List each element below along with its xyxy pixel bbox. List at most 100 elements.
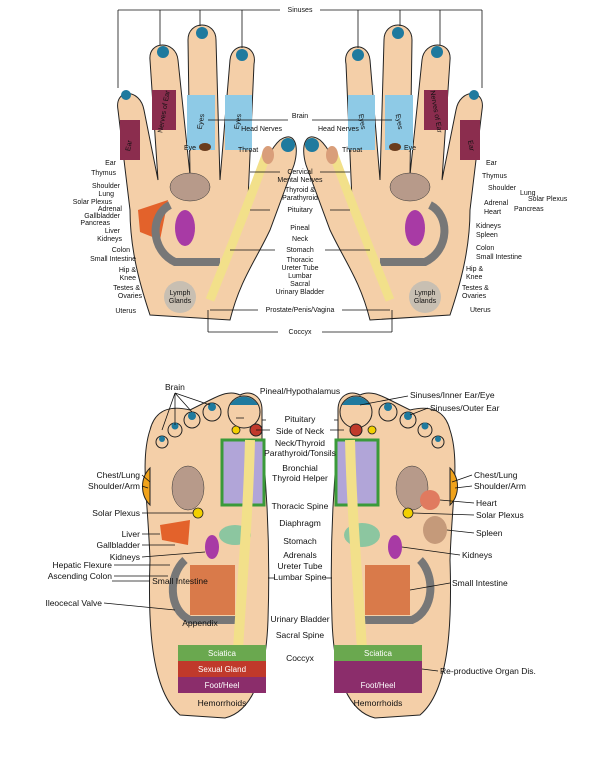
right-finger-eyes-1: Eyes	[394, 113, 404, 130]
foot-left-labels: Brain Chest/Lung Shoulder/Arm Solar Plex…	[45, 382, 218, 628]
sinus-bracket	[117, 9, 483, 88]
left-band-label: Sexual Gland	[198, 665, 246, 674]
right-fingertip-1	[469, 90, 479, 100]
foot-center-label: Pituitary	[285, 414, 316, 424]
foot-right-label: Chest/Lung	[474, 470, 518, 480]
right-throat	[326, 146, 338, 164]
hand-right-label: Uterus	[470, 307, 491, 314]
hand-center-label: Brain	[292, 113, 308, 120]
foot-left-label: Kidneys	[110, 552, 140, 562]
right-colon	[380, 201, 449, 266]
foot-center-label: Thyroid Helper	[272, 473, 328, 483]
foot-center-label: Urinary Bladder	[270, 614, 329, 624]
foot-center-label: Ureter Tube	[278, 561, 323, 571]
hand-right-label: Solar Plexus	[528, 196, 568, 203]
hand-right-label: Ovaries	[462, 293, 487, 300]
right-pituitary	[349, 423, 363, 437]
foot-center-label: Lumbar Spine	[274, 572, 327, 582]
left-band-label: Sciatica	[208, 649, 237, 658]
hand-center-label: Head Nerves	[241, 126, 282, 133]
foot-center-label: Coccyx	[286, 653, 315, 663]
hand-right-label: Pancreas	[514, 206, 544, 213]
foot-left-leaders	[103, 474, 206, 611]
foot-right-label: Sinuses/Outer Ear	[430, 403, 500, 413]
left-thumb-tip	[281, 138, 295, 152]
left-band-sexual	[178, 661, 266, 677]
left-toetip-2	[208, 403, 216, 411]
foot-right-label: Kidneys	[462, 550, 492, 560]
foot-center-leaders	[112, 417, 344, 582]
hand-left-label: Knee	[120, 275, 136, 282]
hand-left-label: Thymus	[91, 170, 116, 177]
hand-left-label: Uterus	[115, 308, 136, 315]
foot-center-label: Sacral Spine	[276, 630, 324, 640]
right-eye-zone-1	[385, 95, 413, 150]
hand-left-label: Lung	[98, 191, 114, 198]
left-fingertip-1	[121, 90, 131, 100]
foot-center-label: Thoracic Spine	[272, 501, 329, 511]
hands-top-label: Sinuses	[288, 7, 313, 14]
foot-center-label: Diaphragm	[279, 518, 321, 528]
right-hand-outline	[303, 24, 483, 321]
right-lymph-label-1: Lymph	[415, 290, 436, 297]
foot-right-leaders	[359, 395, 475, 672]
right-eye-zone-2	[348, 95, 375, 150]
hand-left-label: Testes &	[113, 285, 140, 292]
hand-right-label: Knee	[466, 274, 482, 281]
hand-left-label: Shoulder	[92, 183, 121, 190]
hand-right-label: Colon	[476, 245, 494, 252]
hand-center-labels: Brain Head Nerves Head Nerves Cervical M…	[207, 113, 393, 336]
hand-left-label: Small Intestine	[90, 256, 136, 263]
right-shoulder	[449, 466, 458, 507]
right-fingertip-3	[392, 27, 404, 39]
hand-center-label: Stomach	[286, 247, 314, 254]
left-eye-zone-2	[225, 95, 252, 150]
foot-right-label: Shoulder/Arm	[474, 481, 526, 491]
left-colon	[151, 201, 220, 266]
foot-center-label: Stomach	[283, 536, 317, 546]
hand-center-label: Sacral	[290, 281, 310, 288]
left-solar-plexus	[192, 507, 204, 519]
foot-right-labels: Sinuses/Inner Ear/Eye Sinuses/Outer Ear …	[359, 390, 536, 676]
left-foot-kidney	[205, 535, 219, 559]
right-finger-ear: Ear	[466, 140, 475, 153]
hand-right-labels: Ear Thymus Shoulder Lung Solar Plexus Ad…	[462, 160, 568, 314]
left-throat-label: Throat	[238, 147, 258, 154]
right-heart	[420, 490, 440, 510]
left-foot-colon	[168, 557, 240, 624]
right-toetip-5	[435, 436, 441, 442]
right-band-label: Sciatica	[364, 649, 393, 658]
left-hand: Lymph Glands Ear Nerves of Ear Eyes Eyes…	[117, 24, 297, 321]
left-fingertip-2	[157, 46, 169, 58]
right-ear-nerve-zone	[424, 90, 448, 130]
hand-left-label: Ear	[105, 160, 117, 167]
foot-right-label: Re-productive Organ Dis.	[440, 666, 536, 676]
right-band-label: Foot/Heel	[361, 681, 396, 690]
foot-left-label: Brain	[165, 382, 185, 392]
foot-left-label: Hepatic Flexure	[52, 560, 112, 570]
hand-left-label: Colon	[112, 247, 130, 254]
hand-right-label: Spleen	[476, 232, 498, 239]
right-foot: Sciatica Foot/Heel Hemorrhoids	[330, 392, 458, 719]
right-band-sexual	[334, 661, 422, 677]
hand-left-label: Liver	[105, 228, 121, 235]
foot-right-label: Spleen	[476, 528, 503, 538]
right-toetip-4	[421, 422, 429, 430]
foot-center-label: Pineal/Hypothalamus	[260, 386, 340, 396]
right-toetip-3	[404, 412, 412, 420]
hand-right-label: Kidneys	[476, 223, 501, 230]
hand-center-label: Thoracic	[287, 257, 314, 264]
right-foot-spine	[345, 439, 367, 651]
hand-right-label: Testes &	[462, 285, 489, 292]
right-eye-label: Eye	[404, 145, 416, 152]
right-lymph-label-2: Glands	[414, 298, 437, 305]
hand-left-label: Gallbladder	[84, 213, 120, 220]
right-hand: Lymph Glands Ear Nerves of Ear Eyes Eyes…	[303, 24, 483, 321]
left-band-label: Hemorrhoids	[198, 698, 247, 708]
hand-right-label: Ear	[486, 160, 498, 167]
hand-left-label: Hip &	[119, 267, 136, 274]
right-spleen	[423, 516, 447, 544]
hand-center-label: Lumbar	[288, 273, 312, 280]
foot-right-label: Small Intestine	[452, 578, 508, 588]
